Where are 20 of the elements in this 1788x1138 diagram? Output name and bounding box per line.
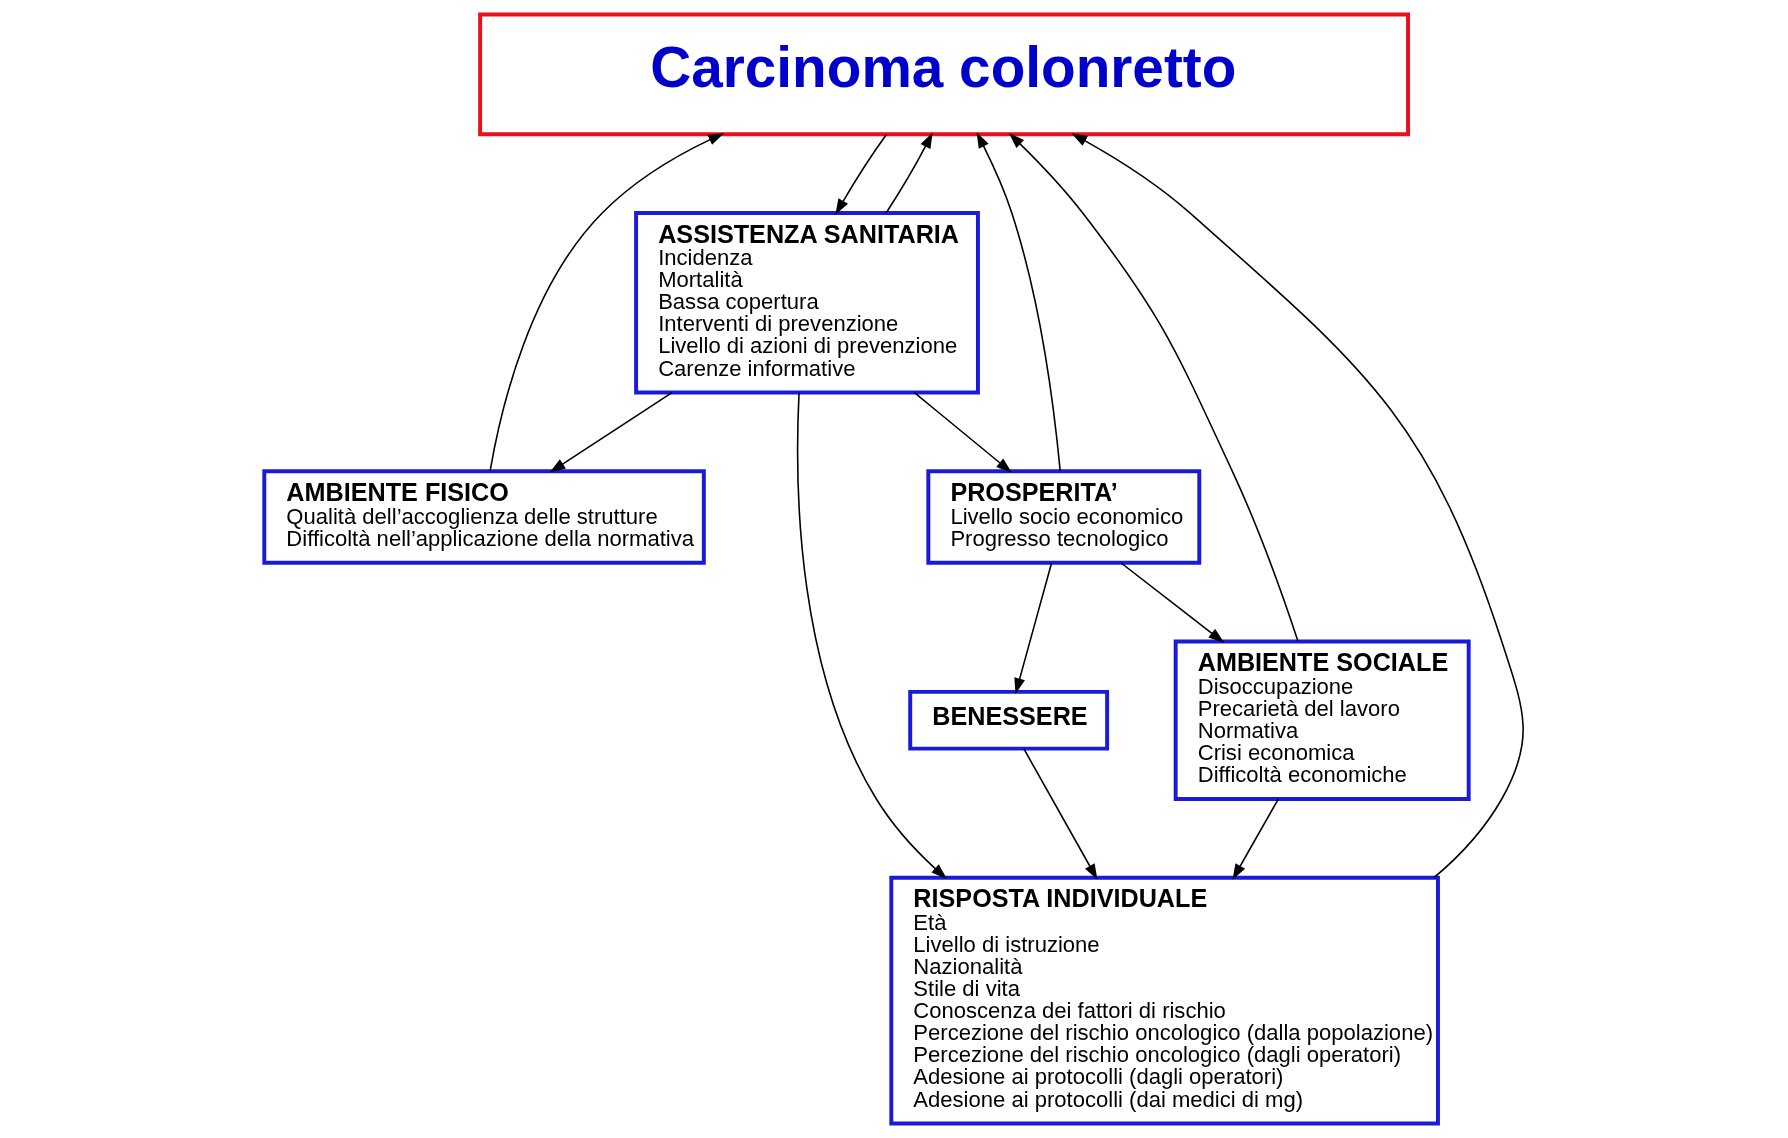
node-box: AMBIENTE FISICO Qualità dell’accoglienza delle strutture Difficoltà nell’applicazione della normativa xyxy=(262,469,706,565)
arrow xyxy=(549,391,673,473)
arrow xyxy=(796,391,947,879)
node-box: RISPOSTA INDIVIDUALE Età Livello di istruzione Nazionalità Stile di vita Conoscenza dei fattori di rischio Percezione del rischio oncologico (dalla popolazione) Percezione del rischio oncologico (dagli operatori) Adesione ai protocolli (dagli operatori) Adesione ai protocolli (dai medici di mg) xyxy=(889,875,1440,1126)
arrow xyxy=(885,132,933,214)
arrow xyxy=(1232,798,1280,880)
arrow xyxy=(835,133,888,215)
arrow xyxy=(913,391,1012,473)
arrow xyxy=(1120,562,1225,643)
node-box: AMBIENTE SOCIALE Disoccupazione Precarietà del lavoro Normativa Crisi economica Difficoltà economiche xyxy=(1173,639,1471,801)
node-box: BENESSERE xyxy=(908,689,1110,751)
arrow xyxy=(489,133,725,472)
arrow xyxy=(1071,133,1524,879)
node-box: PROSPERITA’ Livello socio economico Progresso tecnologico xyxy=(926,469,1202,565)
arrow xyxy=(976,132,1061,472)
arrow xyxy=(1014,562,1053,694)
arrow xyxy=(1008,133,1299,642)
arrow xyxy=(1023,748,1098,880)
node-box: ASSISTENZA SANITARIA Incidenza Mortalità Bassa copertura Interventi di prevenzione Livello di azioni di prevenzione Carenze informative xyxy=(634,211,980,395)
node-box: Carcinoma colonretto xyxy=(478,12,1410,137)
